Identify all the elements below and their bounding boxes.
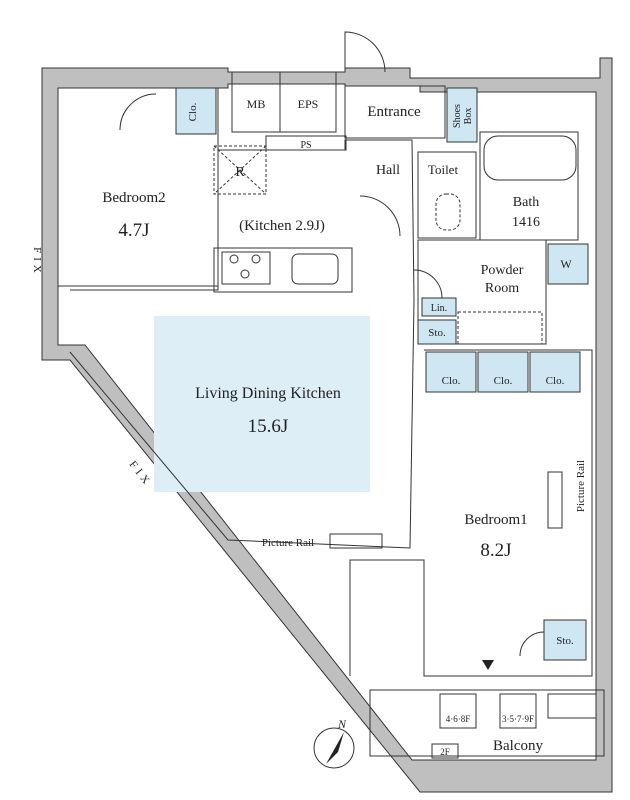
balcony-arrow [482,660,494,670]
ldk-name: Living Dining Kitchen [195,385,341,402]
bath-name: Bath [513,195,539,210]
washer-label: W [560,257,572,271]
balcony-hatch-b [499,693,537,729]
vanity [457,311,543,345]
bedroom1-closet-2 [477,351,529,393]
kitchen-label: (Kitchen 2.9J) [239,218,325,234]
north-label: N [337,717,347,731]
burner-1 [229,254,239,264]
bedroom1-door [519,631,545,657]
ldk-highlight-2 [214,360,370,492]
toilet-label: Toilet [428,162,459,177]
hall-label: Hall [376,163,400,178]
eps-label: EPS [298,97,319,111]
bedroom1-name: Bedroom1 [464,512,527,528]
picture-rail-horizontal: Picture Rail [262,537,314,549]
shoes-box-label-1: Shoes [452,104,463,128]
bedroom2-closet-label: Clo. [187,102,199,121]
burner-3 [240,269,250,279]
picture-rail-bar-2 [329,533,383,549]
shoes-box-label-2: Box [463,108,474,125]
balcony-area [369,689,605,757]
linen-label: Lin. [431,303,447,314]
shoes-box [446,87,478,143]
balcony-2f-box [431,743,459,759]
bathtub [483,135,577,181]
bedroom1-room [349,349,593,677]
hall-door [359,195,401,237]
toilet-fixture [435,193,461,231]
washer [547,243,589,285]
kitchen-sink [291,253,339,285]
ps-shaft [265,135,347,151]
bedroom1-closet-1 [425,351,477,393]
bedroom1-storage-label: Sto. [556,635,574,647]
linen-closet [421,297,457,317]
kitchen-counter [213,247,353,293]
north-compass [313,727,355,769]
bedroom2-door [119,93,157,131]
stove [221,251,271,285]
picture-rail-bar-1 [547,471,563,529]
powder-label-1: Powder [481,263,524,278]
balcony-label: Balcony [493,738,543,754]
balcony-2f-label: 2F [440,747,450,757]
fridge-diag-2 [213,145,267,195]
bedroom2-closet [175,87,217,135]
balcony-floors-a: 4·6·8F [446,714,471,724]
burner-2 [251,254,261,264]
ps-label: PS [300,140,311,151]
entrance-area [344,85,446,139]
ldk-door [413,269,443,299]
eps-closet [279,71,337,133]
entrance-label: Entrance [367,104,421,120]
bedroom1-size: 8.2J [480,540,511,561]
balcony-floors-b: 3·5·7·9F [502,714,534,724]
bedroom1-storage [543,619,587,661]
bedroom1-closet-label-2: Clo. [494,375,513,387]
hall-storage-label: Sto. [428,327,446,339]
fridge [213,145,267,195]
bath-size: 1416 [512,215,540,230]
balcony-unit [547,693,597,719]
picture-rail-vertical: Picture Rail [575,460,587,512]
storage-hall [417,319,457,345]
bedroom1-closet-label-3: Clo. [546,375,565,387]
fix-label-vertical: FIX [31,247,43,277]
mb-label: MB [247,97,266,111]
powder-label-2: Room [485,281,519,296]
ldk-size: 15.6J [248,416,289,437]
north-arrow [326,732,344,764]
bedroom2-size: 4.7J [118,220,149,241]
bedroom1-closet-3 [529,351,581,393]
fix-label-diagonal: FIX [126,459,154,490]
entrance-door [344,31,386,73]
bedroom2-name: Bedroom2 [102,190,165,206]
toilet-room [417,151,477,239]
fridge-label: R [235,165,245,180]
bedroom1-closet-label-1: Clo. [442,375,461,387]
balcony-hatch-a [439,693,477,729]
ldk-outline [69,139,415,549]
